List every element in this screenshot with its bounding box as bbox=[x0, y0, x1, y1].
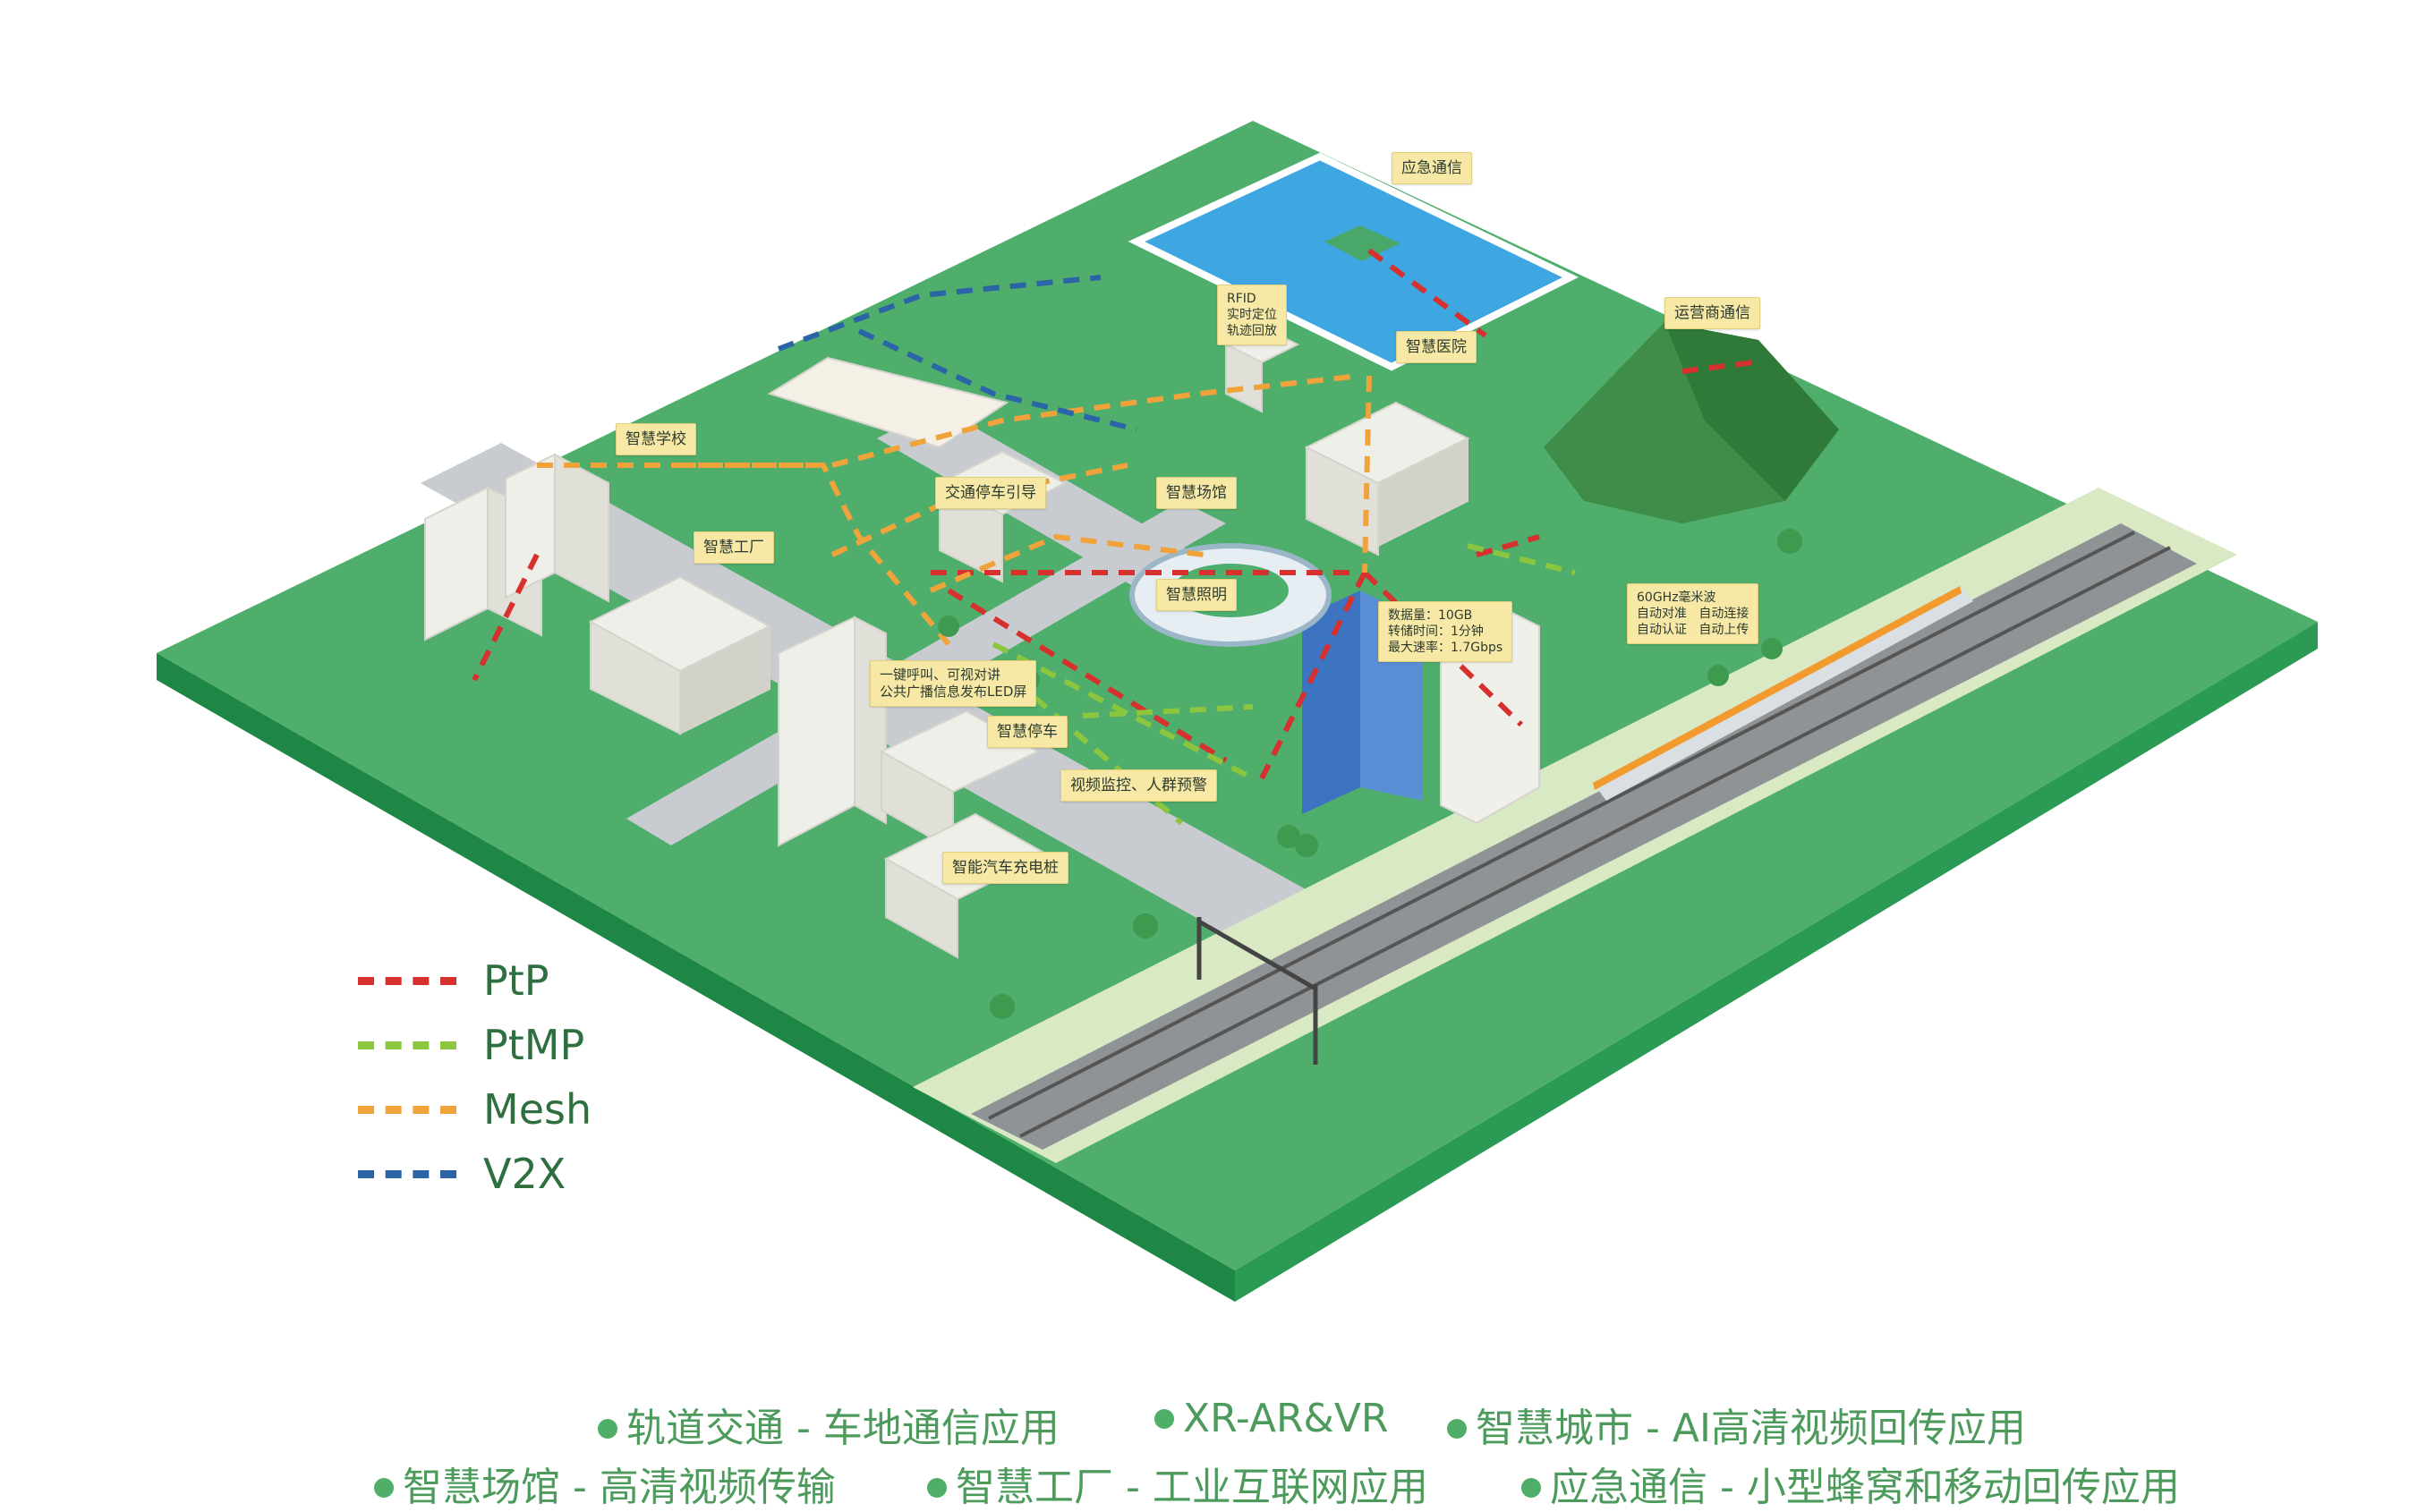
legend-swatch-ptp bbox=[358, 976, 456, 985]
skyscraper-front bbox=[1302, 590, 1360, 814]
label-smart-school: 智慧学校 bbox=[616, 423, 696, 455]
app-item: 智慧工厂 - 工业互联网应用 bbox=[927, 1455, 1428, 1512]
legend-swatch-ptmp bbox=[358, 1041, 456, 1049]
app-item: 智慧场馆 - 高清视频传输 bbox=[374, 1455, 836, 1512]
bullet-icon bbox=[1447, 1419, 1467, 1439]
bullet-icon bbox=[1154, 1409, 1174, 1429]
legend-swatch-v2x bbox=[358, 1169, 456, 1178]
legend-label-ptp: PtP bbox=[483, 956, 549, 1005]
app-label: 智慧场馆 - 高清视频传输 bbox=[403, 1465, 836, 1510]
label-traffic-parking-guide: 交通停车引导 bbox=[935, 477, 1046, 509]
label-rfid: RFID 实时定位 轨迹回放 bbox=[1217, 285, 1287, 345]
train bbox=[1593, 586, 1973, 801]
rail-bed bbox=[971, 523, 2197, 1150]
bullet-icon bbox=[1521, 1478, 1541, 1498]
app-item: 轨道交通 - 车地通信应用 bbox=[598, 1396, 1060, 1453]
label-smart-factory: 智慧工厂 bbox=[694, 531, 774, 564]
mountain-shade bbox=[1664, 322, 1839, 501]
mesh-links bbox=[537, 373, 1372, 646]
label-data-info: 数据量：10GB 转储时间：1分钟 最大速率：1.7Gbps bbox=[1378, 601, 1513, 662]
app-label: 智慧城市 - AI高清视频回传应用 bbox=[1476, 1406, 2026, 1451]
legend-label-v2x: V2X bbox=[483, 1150, 566, 1198]
label-smart-parking: 智慧停车 bbox=[987, 716, 1068, 748]
label-smart-stadium: 智慧场馆 bbox=[1156, 477, 1237, 509]
platform-side-left bbox=[157, 653, 1235, 1302]
trees bbox=[938, 529, 1802, 1019]
app-label: 智慧工厂 - 工业互联网应用 bbox=[956, 1465, 1428, 1510]
label-call-broadcast: 一键呼叫、可视对讲 公共广播信息发布LED屏 bbox=[870, 660, 1037, 707]
legend-item-v2x: V2X bbox=[358, 1142, 592, 1206]
v2x-links bbox=[777, 275, 1137, 432]
label-emergency-comm: 应急通信 bbox=[1392, 152, 1472, 184]
label-smart-lighting: 智慧照明 bbox=[1156, 579, 1237, 611]
legend-item-mesh: Mesh bbox=[358, 1077, 592, 1142]
app-label: 轨道交通 - 车地通信应用 bbox=[626, 1406, 1060, 1451]
rail-track-a bbox=[988, 531, 2135, 1120]
applications-list-row2: 智慧场馆 - 高清视频传输 智慧工厂 - 工业互联网应用 应急通信 - 小型蜂窝… bbox=[0, 1455, 2409, 1510]
legend-item-ptp: PtP bbox=[358, 948, 592, 1013]
app-item: 应急通信 - 小型蜂窝和移动回传应用 bbox=[1521, 1455, 2180, 1512]
train-stripe bbox=[1593, 586, 1962, 790]
island bbox=[1324, 225, 1400, 261]
bullet-icon bbox=[598, 1419, 617, 1439]
rail-track-b bbox=[1019, 546, 2171, 1138]
label-smart-hospital: 智慧医院 bbox=[1396, 331, 1477, 363]
bullet-icon bbox=[374, 1478, 394, 1498]
legend-label-mesh: Mesh bbox=[483, 1085, 592, 1134]
legend-label-ptmp: PtMP bbox=[483, 1021, 585, 1069]
label-operator-comm: 运营商通信 bbox=[1664, 297, 1760, 329]
legend-swatch-mesh bbox=[358, 1105, 456, 1114]
app-item: 智慧城市 - AI高清视频回传应用 bbox=[1447, 1396, 2026, 1453]
platform-side-right bbox=[1235, 622, 2318, 1302]
label-ev-charging: 智能汽车充电桩 bbox=[942, 852, 1068, 884]
legend-item-ptmp: PtMP bbox=[358, 1013, 592, 1077]
app-label: 应急通信 - 小型蜂窝和移动回传应用 bbox=[1550, 1465, 2180, 1510]
label-video-monitoring: 视频监控、人群预警 bbox=[1060, 769, 1217, 802]
label-mmwave: 60GHz毫米波 自动对准 自动连接 自动认证 自动上传 bbox=[1627, 583, 1759, 644]
legend: PtP PtMP Mesh V2X bbox=[358, 948, 592, 1206]
app-item: XR-AR&VR bbox=[1154, 1396, 1389, 1441]
applications-list: 轨道交通 - 车地通信应用 XR-AR&VR 智慧城市 - AI高清视频回传应用 bbox=[0, 1396, 2409, 1451]
bullet-icon bbox=[927, 1478, 947, 1498]
app-label: XR-AR&VR bbox=[1183, 1396, 1389, 1441]
water-pool bbox=[1128, 152, 1579, 371]
rail-gantry bbox=[1196, 917, 1318, 1065]
